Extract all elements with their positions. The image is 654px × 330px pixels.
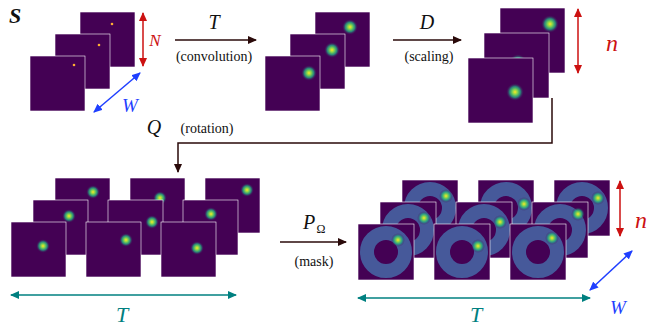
source-stack [30,12,135,111]
operator-symbol: P [303,212,315,232]
dimension-label: W [122,96,138,115]
operator-caption: (rotation) [181,122,234,136]
dimension-label: W [610,298,626,317]
operator-symbol: T [208,12,219,32]
scaled-stack [468,8,565,123]
operator-caption: (scaling) [405,50,454,64]
dimension-label: n [606,31,618,55]
height-arrow [577,9,579,73]
operator-arrow [178,98,552,172]
operator-symbol: Q [147,117,161,137]
operator-subscript: Ω [317,223,326,235]
dimension-label: T [116,304,128,326]
depth-arrow [590,251,632,290]
height-arrow [619,181,621,236]
operator-arrow [175,39,256,41]
operator-symbol: D [420,12,434,32]
height-arrow [142,13,144,66]
dimension-label: n [635,208,647,232]
convolved-stack [265,12,370,111]
dimension-label: T [470,304,482,326]
rotated-stacks [11,178,260,277]
operator-caption: (mask) [295,255,334,269]
dimension-label: N [149,32,160,49]
stack-symbol: S [9,5,21,27]
masked-stacks [358,180,610,280]
operator-arrow [280,241,346,243]
count-arrow [358,297,590,299]
operator-caption: (convolution) [176,50,252,64]
count-arrow [11,294,236,296]
operator-arrow [393,39,461,41]
